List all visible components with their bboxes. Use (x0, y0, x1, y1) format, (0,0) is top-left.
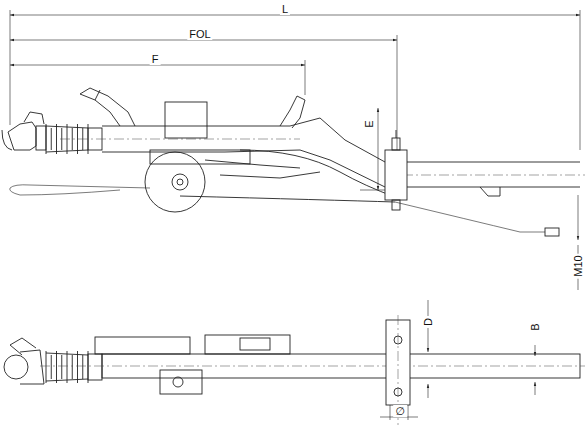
dimension-label: L (280, 3, 290, 15)
bellows-rib (56, 351, 57, 383)
bellows-rib (72, 355, 73, 379)
bellows-rib (46, 124, 47, 154)
bellows-rib (56, 124, 57, 154)
bellows-rib (67, 351, 68, 383)
bellows-rib (51, 355, 52, 379)
dimension-label: FOL (187, 28, 212, 40)
bellows-rib (51, 128, 52, 150)
dimension-label: ∅ (393, 405, 407, 417)
dimension-label: F (150, 53, 161, 65)
bellows-outline (46, 353, 88, 381)
dimension-label: E (363, 118, 375, 129)
side-view (2, 88, 585, 236)
dimension-label: D (422, 316, 434, 328)
dimension-label: M10 (572, 253, 584, 278)
bellows-rib (61, 355, 62, 379)
plan-view (4, 315, 585, 425)
bellows-rib (82, 355, 83, 379)
bellows-rib (72, 128, 73, 150)
dimension-label: B (529, 321, 541, 332)
bellows-rib (77, 124, 78, 154)
bellows-rib (77, 351, 78, 383)
dimension-lines (10, 10, 580, 420)
bellows-rib (46, 351, 47, 383)
